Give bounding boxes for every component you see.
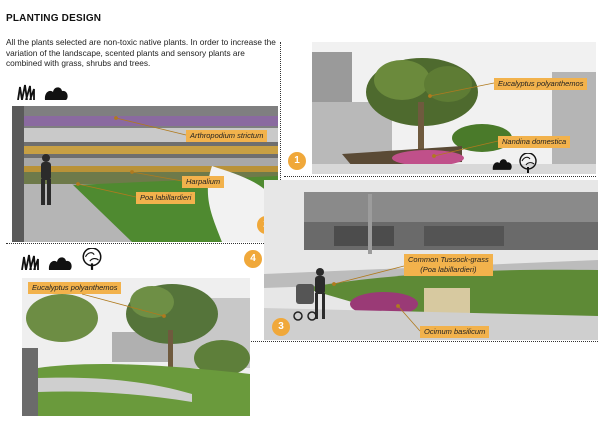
label-poa: Poa labillardieri — [136, 192, 196, 204]
label-common-tussock-grass: Common Tussock-grass (Poa labillardieri) — [404, 254, 493, 276]
label-eucalyptus: Eucalyptus polyanthemos — [494, 78, 588, 90]
page-title: PLANTING DESIGN — [6, 13, 102, 24]
label-line-2: (Poa labillardieri) — [420, 265, 477, 274]
view4-rendering: Eucalyptus polyanthemos — [22, 278, 250, 416]
tree-icon — [517, 153, 539, 173]
view1-rendering: Eucalyptus polyanthemos Nandina domestic… — [312, 42, 596, 174]
intro-text: All the plants selected are non-toxic na… — [6, 37, 276, 68]
view3-rendering: Common Tussock-grass (Poa labillardieri)… — [264, 180, 598, 340]
view-number-1: 1 — [288, 152, 306, 170]
grass-icon — [20, 254, 40, 270]
tree-icon — [80, 248, 104, 270]
shrub-icon — [44, 86, 68, 100]
label-arthropodium: Arthropodium strictum — [186, 130, 268, 142]
label-nandina: Nandina domestica — [498, 136, 571, 148]
divider-h1 — [6, 243, 282, 244]
shrub-icon — [48, 256, 72, 270]
divider-h3 — [246, 341, 598, 342]
divider-v1 — [280, 42, 281, 242]
view-number-4: 4 — [244, 250, 262, 268]
view2-rendering: Arthropodium strictum Harpalium Poa labi… — [12, 106, 278, 242]
divider-h2 — [284, 176, 596, 177]
label-eucalyptus: Eucalyptus polyanthemos — [28, 282, 122, 294]
label-ocimum: Ocimum basilicum — [420, 326, 490, 338]
view-number-3: 3 — [272, 318, 290, 336]
shrub-icon — [492, 158, 512, 170]
label-line-1: Common Tussock-grass — [408, 255, 489, 264]
label-harpalium: Harpalium — [182, 176, 225, 188]
grass-icon — [16, 84, 36, 100]
